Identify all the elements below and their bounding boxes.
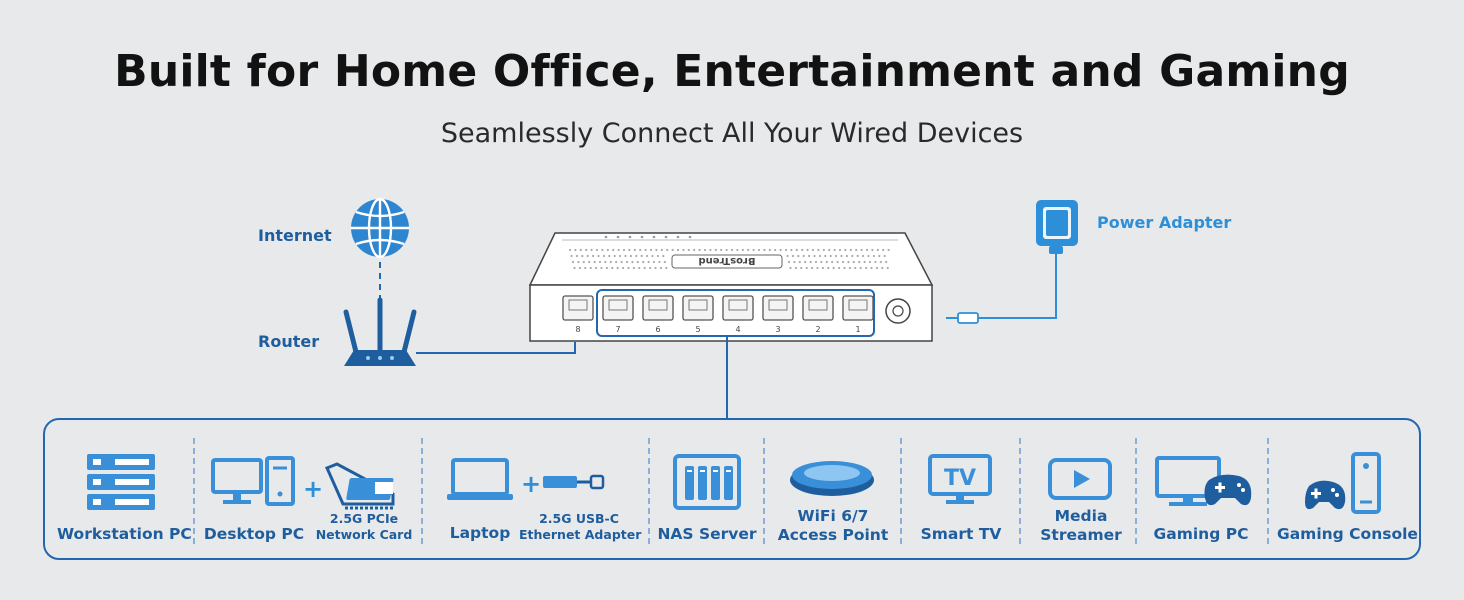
tv-icon-text: TV — [944, 466, 976, 491]
port-number: 5 — [695, 325, 700, 334]
page-title: Built for Home Office, Entertainment and… — [114, 46, 1350, 97]
switch-port-4: 4 — [722, 295, 754, 334]
gaming-pc-icon — [1155, 456, 1252, 506]
device-label-laptop: Laptop — [449, 524, 511, 542]
switch-port-1: 1 — [842, 295, 874, 334]
divider — [648, 438, 650, 544]
divider — [1019, 438, 1021, 544]
switch-port-6: 6 — [642, 295, 674, 334]
device-label-pcie: 2.5G PCIe Network Card — [315, 511, 413, 542]
access-point-icon — [790, 461, 874, 496]
server-rack-icon — [87, 454, 155, 510]
power-adapter-icon — [1036, 200, 1078, 254]
internet-label: Internet — [258, 226, 332, 245]
smart-tv-icon: TV — [928, 454, 992, 504]
device-label-nas: NAS Server — [657, 525, 757, 543]
devices-panel: Workstation PC + Desktop PC 2.5G PCIe Ne… — [43, 418, 1421, 560]
divider — [900, 438, 902, 544]
network-diagram: BrosTrend 8 7 6 5 4 3 2 1 — [343, 197, 1078, 418]
desktop-pc-icon — [211, 456, 295, 506]
plus-sign: + — [521, 470, 542, 498]
usb-c-adapter-icon — [543, 474, 605, 490]
device-label-wifi: WiFi 6/7 Access Point — [777, 507, 889, 544]
nas-server-icon — [673, 454, 741, 510]
router-cable — [416, 342, 576, 354]
router-label: Router — [258, 332, 320, 351]
device-label-usbc: 2.5G USB-C Ethernet Adapter — [519, 511, 642, 542]
ports-highlight — [596, 289, 875, 337]
switch-port-5: 5 — [682, 295, 714, 334]
switch-port-2: 2 — [802, 295, 834, 334]
device-label-console: Gaming Console — [1277, 525, 1418, 543]
page-subtitle: Seamlessly Connect All Your Wired Device… — [440, 118, 1024, 149]
divider — [1267, 438, 1269, 544]
power-cable — [946, 252, 1057, 324]
gaming-console-icon — [1305, 452, 1381, 514]
power-port — [885, 298, 911, 324]
device-label-tv: Smart TV — [920, 525, 1002, 543]
divider — [763, 438, 765, 544]
port-number: 4 — [735, 325, 740, 334]
power-adapter-label: Power Adapter — [1097, 213, 1232, 232]
laptop-icon — [447, 458, 513, 500]
globe-icon — [351, 197, 409, 259]
switch-port-3: 3 — [762, 295, 794, 334]
switch-port-7: 7 — [602, 295, 634, 334]
pcie-card-icon — [324, 462, 395, 510]
device-label-streamer: Media Streamer — [1040, 507, 1122, 544]
switch-port-8: 8 — [562, 295, 594, 334]
port-number: 8 — [575, 325, 580, 334]
port-number: 3 — [775, 325, 780, 334]
divider — [193, 438, 195, 544]
divider — [1135, 438, 1137, 544]
port-number: 2 — [815, 325, 820, 334]
router-icon — [343, 297, 417, 366]
switch-brand-text: BrosTrend — [698, 255, 755, 266]
plus-sign: + — [303, 475, 324, 503]
port-number: 6 — [655, 325, 660, 334]
divider — [421, 438, 423, 544]
vent-grid — [568, 248, 890, 270]
port-number: 1 — [855, 325, 860, 334]
device-label-gaming-pc: Gaming PC — [1153, 525, 1249, 543]
port-number: 7 — [615, 325, 620, 334]
device-label-desktop: Desktop PC — [203, 525, 305, 543]
network-switch: BrosTrend 8 7 6 5 4 3 2 1 — [528, 232, 934, 342]
media-streamer-icon — [1048, 458, 1112, 500]
device-label-workstation: Workstation PC — [57, 525, 192, 543]
